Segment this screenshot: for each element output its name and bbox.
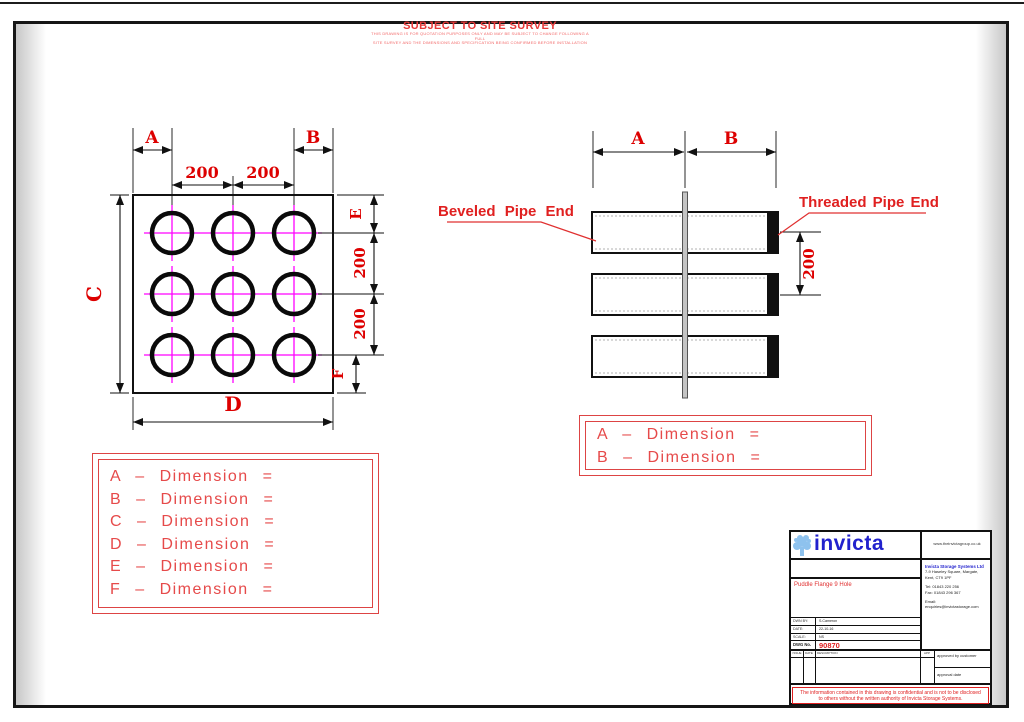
company-address-1: 7-9 Haseley Square, Margate,	[925, 569, 979, 575]
rev-header-description: DESCRIPTION	[817, 651, 838, 655]
plate-edge	[682, 191, 688, 399]
plan-dim-d-label: D	[224, 392, 241, 416]
dimension-box-side-inner: A – Dimension = B – Dimension =	[585, 421, 866, 470]
dim-row-a2: A – Dimension =	[597, 426, 761, 443]
drawing-title: Puddle Flange 9 Hole	[794, 582, 852, 588]
plan-col-pitch-right: 200	[246, 163, 279, 182]
plan-row-pitch-bottom: 200	[351, 308, 369, 339]
dim-row-d: D – Dimension =	[110, 535, 276, 553]
notice-fine-print-2: SITE SURVEY AND THE DIMENSIONS AND SPECI…	[372, 40, 588, 46]
website-link[interactable]: www.theinvictagroup.co.uk	[933, 541, 981, 546]
sheet-top-rule	[0, 2, 1024, 4]
meta-row-scale: SCALE: NS	[791, 633, 920, 640]
title-block: invicta www.theinvictagroup.co.uk Puddle…	[789, 530, 992, 705]
dimension-box-side: A – Dimension = B – Dimension =	[579, 415, 872, 476]
dim-row-e: E – Dimension =	[110, 558, 275, 575]
dim-row-b: B – Dimension =	[110, 490, 275, 508]
plan-col-pitch-left: 200	[185, 163, 218, 182]
plan-dim-c-label: C	[82, 286, 106, 302]
rev-col-line-1	[803, 651, 804, 683]
scale-value: NS	[819, 635, 824, 639]
side-extension-lines	[592, 131, 821, 296]
meta-row-dwg-no: DWG No. 90870	[791, 640, 920, 650]
annotation-leaders	[447, 212, 926, 242]
drawn-by-label: DWN BY:	[793, 619, 809, 623]
meta-row-date: DATE: 22-10-16	[791, 625, 920, 633]
rev-col-line-2	[815, 651, 816, 683]
confidentiality-notice: The information contained in this drawin…	[792, 687, 989, 704]
approval-divider	[934, 667, 990, 668]
revision-table: ISSUE DATE DESCRIPTION APP approved by c…	[791, 649, 990, 685]
company-info: Invicta Storage Systems Ltd 7-9 Haseley …	[925, 564, 991, 610]
date-value: 22-10-16	[819, 627, 834, 631]
dim-row-b2: B – Dimension =	[597, 448, 762, 466]
plan-dim-f-label: F	[329, 368, 347, 379]
meta-table-divider	[815, 617, 816, 649]
dimension-box-plan-inner: A – Dimension = B – Dimension = C – Dime…	[98, 459, 373, 608]
company-fax: Fax: 01843 296 367	[925, 589, 961, 595]
date-label: DATE:	[793, 627, 804, 631]
side-view: A B 200 Beveled Pipe End Threaded Pipe E…	[438, 129, 939, 399]
logo-row: invicta	[791, 532, 990, 560]
company-email-label: Email:	[925, 599, 937, 605]
approved-by-customer: approved by customer	[937, 653, 977, 658]
side-dim-b-label: B	[724, 129, 738, 149]
plan-dim-a-label: A	[144, 128, 159, 148]
flange-holes	[149, 210, 317, 378]
company-name: Invicta Storage Systems Ltd	[925, 564, 984, 569]
plan-dim-b-label: B	[306, 128, 320, 148]
plan-dimension-lines	[116, 146, 378, 426]
dwg-no-value: 90870	[819, 641, 840, 650]
meta-row-drawn-by: DWN BY: S.Cameron	[791, 617, 920, 625]
rev-header-line	[791, 657, 934, 658]
confidentiality-line-2: to others without the written authority …	[818, 696, 963, 703]
beveled-pipe-end-label: Beveled Pipe End	[438, 203, 574, 220]
notice-title: SUBJECT TO SITE SURVEY	[403, 20, 557, 32]
scan-shadow-left	[16, 24, 46, 705]
side-dimension-lines	[593, 148, 804, 295]
rev-col-line-3	[920, 651, 921, 683]
plan-row-pitch-top: 200	[351, 247, 369, 278]
side-row-pitch: 200	[800, 248, 818, 279]
threaded-pipe-end-label: Threaded Pipe End	[799, 194, 939, 211]
confidentiality-line-1: The information contained in this drawin…	[800, 690, 981, 696]
plan-dim-e-label: E	[347, 208, 365, 219]
rev-header-date: DATE	[805, 651, 813, 655]
dim-row-c: C – Dimension =	[110, 513, 276, 530]
company-address-2: Kent, CT9 1PF	[925, 574, 952, 580]
site-survey-notice: SUBJECT TO SITE SURVEY THIS DRAWING IS F…	[370, 20, 590, 46]
rev-header-issue: ISSUE	[792, 651, 802, 655]
rev-header-app: APP	[923, 651, 930, 655]
dwg-no-label: DWG No.	[793, 642, 812, 647]
approval-date: approval date	[937, 672, 962, 677]
side-dim-a-label: A	[630, 129, 645, 149]
company-email[interactable]: enquiries@invictastorage.com	[925, 604, 979, 610]
dim-row-a: A – Dimension =	[110, 468, 274, 485]
dim-row-f: F – Dimension =	[110, 580, 274, 598]
reference-strip	[791, 560, 920, 579]
plan-view: A B 200 200 C D E 200 200 F	[82, 128, 384, 430]
title-block-divider	[920, 532, 922, 649]
logo-text: invicta	[814, 532, 885, 555]
notice-fine-print-1: THIS DRAWING IS FOR QUOTATION PURPOSES O…	[371, 31, 589, 41]
dimension-box-plan: A – Dimension = B – Dimension = C – Dime…	[92, 453, 379, 614]
scale-label: SCALE:	[793, 635, 806, 639]
company-tel: Tel: 01843 220 256	[925, 584, 960, 590]
invicta-thistle-icon	[793, 535, 811, 556]
drawn-by-value: S.Cameron	[819, 619, 838, 623]
